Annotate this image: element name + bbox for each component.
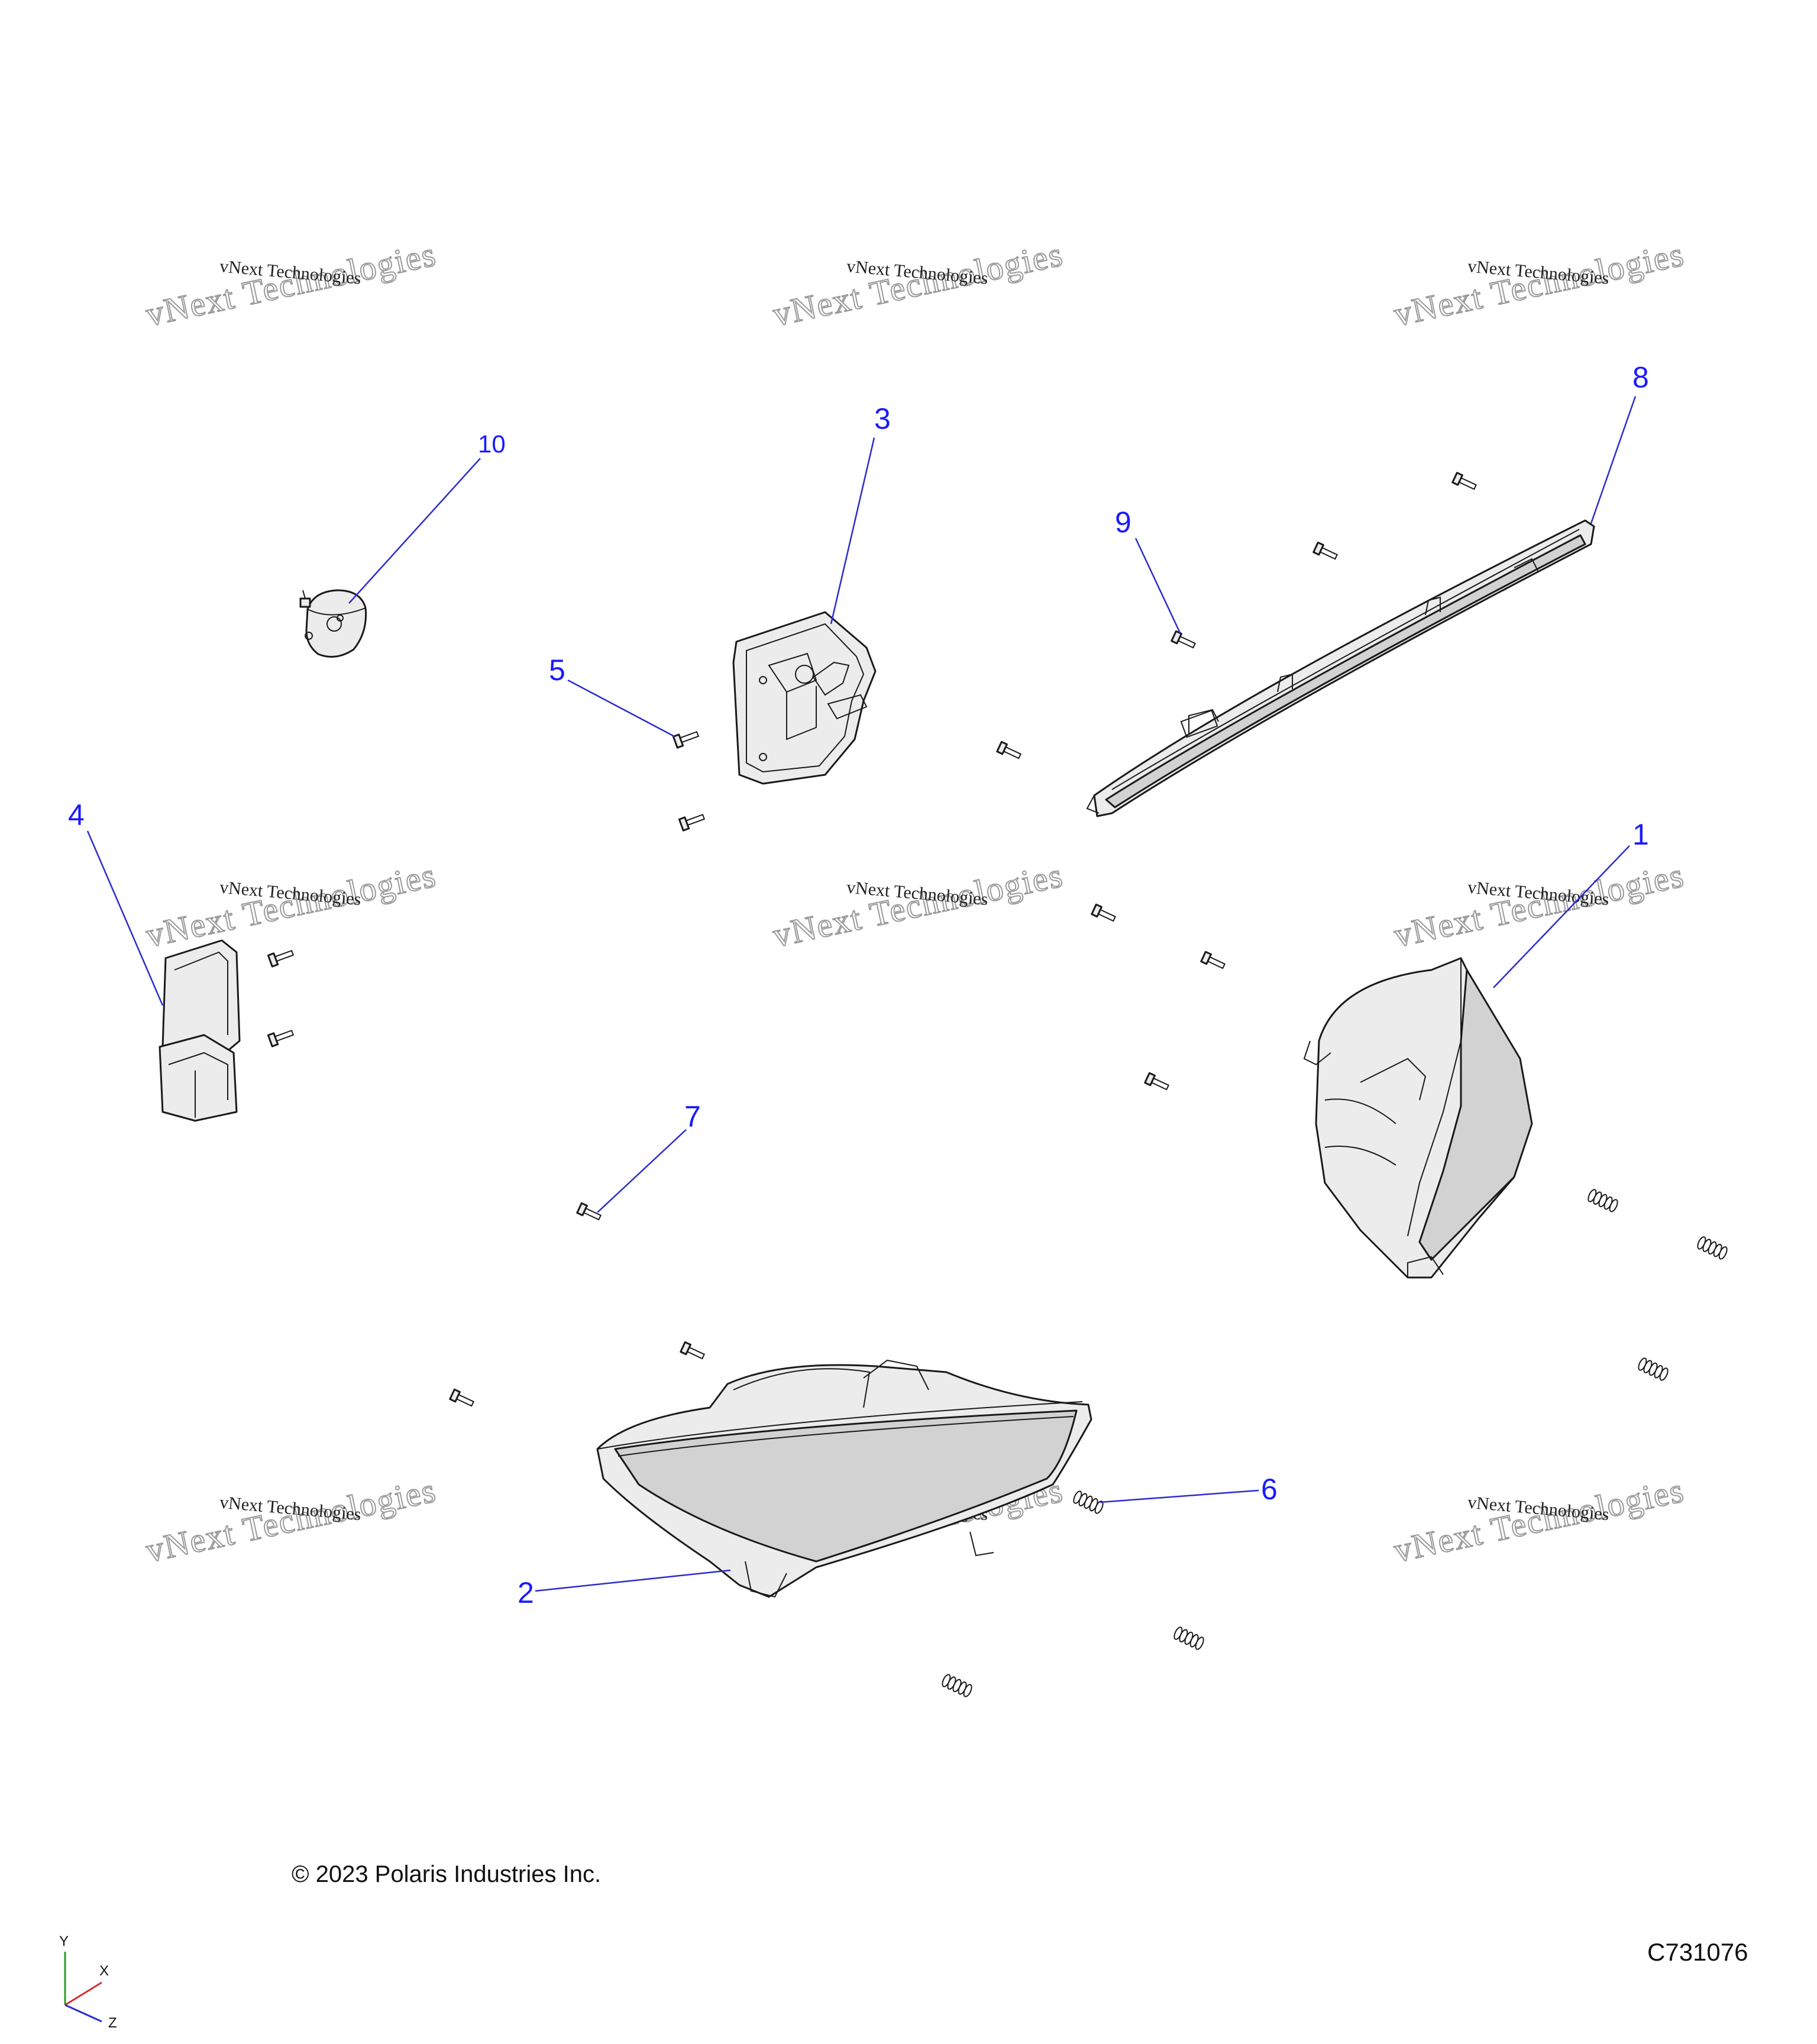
pin-icon <box>576 1202 602 1221</box>
watermark: vNext Technologies vNext Technologies <box>142 234 440 334</box>
watermark-grid: vNext Technologies vNext Technologies vN… <box>142 234 1688 1570</box>
pin-icon <box>680 1341 706 1360</box>
callout-3: 3 <box>874 402 891 435</box>
callout-labels: 1 2 3 4 5 6 7 8 9 10 <box>68 361 1649 1609</box>
figure-code: C731076 <box>1647 1938 1748 1966</box>
screw-icon <box>267 950 295 968</box>
callout-2: 2 <box>518 1576 534 1609</box>
callout-9: 9 <box>1115 506 1131 539</box>
part-1-headlight-right[interactable] <box>1303 957 1533 1279</box>
pin-icon <box>1144 1072 1170 1091</box>
spring-icon <box>942 1674 972 1697</box>
watermark: vNext Technologies vNext Technologies <box>1390 1470 1688 1570</box>
part-8-light-bar[interactable] <box>1086 519 1595 817</box>
spring-icon <box>1638 1357 1669 1381</box>
leader-lines <box>86 396 1637 1592</box>
callout-5: 5 <box>549 654 565 687</box>
pin-icon <box>1451 471 1477 490</box>
callout-10: 10 <box>478 430 506 458</box>
axis-y-label: Y <box>59 1933 69 1949</box>
watermark: vNext Technologies vNext Technologies <box>769 855 1067 955</box>
pin-icon <box>1091 903 1117 922</box>
watermark-large-text: vNext Technologies <box>1391 235 1687 334</box>
pin-icon <box>1312 541 1338 560</box>
callout-8: 8 <box>1632 361 1649 394</box>
pin-icon <box>1200 950 1226 969</box>
watermark: vNext Technologies vNext Technologies <box>769 234 1067 334</box>
watermark-large-text: vNext Technologies <box>770 856 1066 955</box>
axis-z-label: Z <box>108 2015 117 2031</box>
copyright-text: © 2023 Polaris Industries Inc. <box>292 1861 601 1887</box>
axis-triad-icon: Y X Z <box>59 1933 117 2031</box>
fasteners-springs <box>942 1189 1728 1697</box>
watermark: vNext Technologies vNext Technologies <box>1390 855 1688 955</box>
watermark: vNext Technologies vNext Technologies <box>142 1470 440 1570</box>
pin-icon <box>996 740 1022 759</box>
callout-1: 1 <box>1632 818 1649 851</box>
watermark: vNext Technologies vNext Technologies <box>1390 234 1688 334</box>
screw-icon <box>678 814 706 832</box>
watermark-large-text: vNext Technologies <box>143 856 439 955</box>
fasteners-screws <box>267 471 1477 1407</box>
pin-icon <box>1171 630 1197 649</box>
spring-icon <box>1588 1189 1618 1212</box>
spring-icon <box>1073 1490 1104 1514</box>
spring-icon <box>1173 1626 1204 1650</box>
callout-4: 4 <box>68 798 85 832</box>
screw-icon <box>267 1030 295 1047</box>
part-4-bracket[interactable] <box>159 939 241 1122</box>
part-3-housing[interactable] <box>732 611 877 785</box>
spring-icon <box>1697 1236 1728 1260</box>
axis-x-label: X <box>99 1963 109 1979</box>
watermark-large-text: vNext Technologies <box>143 1471 439 1570</box>
screw-icon <box>672 731 700 749</box>
part-2-headlight-left[interactable] <box>596 1359 1092 1598</box>
callout-7: 7 <box>684 1100 701 1133</box>
part-10-socket[interactable] <box>299 589 367 658</box>
watermark-large-text: vNext Technologies <box>143 235 439 334</box>
watermark-large-text: vNext Technologies <box>770 235 1066 334</box>
pin-icon <box>449 1388 475 1407</box>
watermark: vNext Technologies vNext Technologies <box>142 855 440 955</box>
watermark-large-text: vNext Technologies <box>1391 1471 1687 1570</box>
callout-6: 6 <box>1261 1473 1278 1506</box>
